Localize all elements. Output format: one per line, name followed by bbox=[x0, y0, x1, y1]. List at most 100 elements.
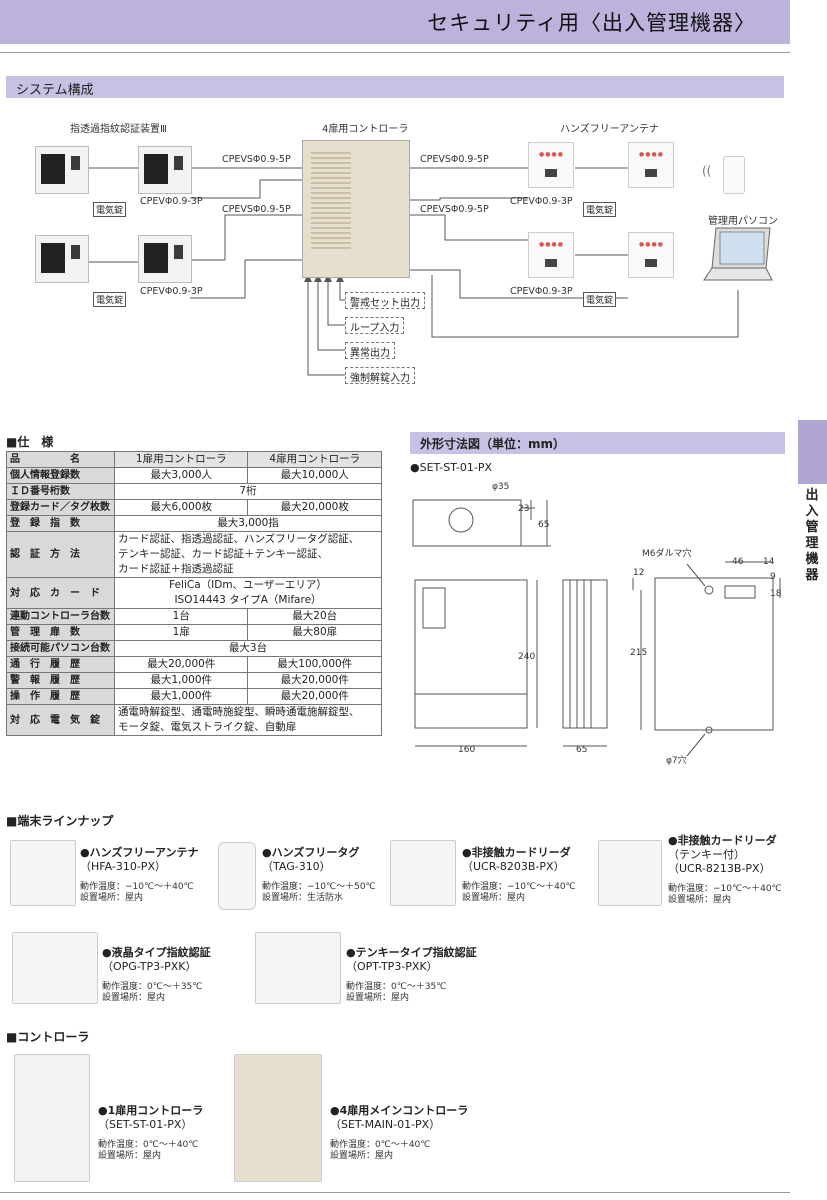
product-temp: 動作温度：0℃〜＋40℃ bbox=[98, 1140, 199, 1150]
system-heading: システム構成 bbox=[16, 83, 94, 98]
product-place: 設置場所：屋内 bbox=[80, 893, 144, 903]
product-name: ●非接触カードリーダ bbox=[462, 846, 571, 859]
spec-cell: 1台 bbox=[113, 608, 249, 625]
pc-label: 管理用パソコン bbox=[708, 216, 778, 227]
spec-label: 個人情報登録数 bbox=[6, 467, 115, 484]
main-controller-image bbox=[234, 1054, 322, 1182]
fingerprint-reader bbox=[35, 146, 89, 194]
table-row: 登 録 指 数最大3,000指 bbox=[6, 515, 382, 532]
fingerprint-reader bbox=[138, 235, 192, 283]
product-model: （OPT-TP3-PXK） bbox=[346, 960, 438, 973]
spec-header-cell: 1扉用コントローラ bbox=[113, 451, 249, 468]
controller-item: ●4扉用メインコントローラ （SET-MAIN-01-PX） 動作温度：0℃〜＋… bbox=[330, 1104, 468, 1162]
four-door-controller bbox=[302, 140, 410, 278]
product-place: 設置場所：生活防水 bbox=[262, 893, 344, 903]
table-row: 対 応 電 気 錠 通電時解錠型、通電時施錠型、瞬時通電施解錠型、 モータ錠、電… bbox=[6, 704, 382, 736]
handsfree-antenna: ●●●● bbox=[628, 142, 674, 188]
lineup-item: ●非接触カードリーダ （テンキー付） （UCR-8213B-PX） 動作温度：−… bbox=[668, 834, 782, 906]
product-place: 設置場所：屋内 bbox=[102, 993, 166, 1003]
fingerprint-reader bbox=[138, 146, 192, 194]
spec-cell: カード認証、指透過認証、ハンズフリータグ認証、 テンキー認証、カード認証＋テンキ… bbox=[114, 531, 382, 578]
fingerprint-label: 指透過指紋認証装置Ⅲ bbox=[70, 124, 167, 135]
spec-label: 登 録 指 数 bbox=[6, 515, 115, 532]
title-bar: セキュリティ用〈出入管理機器〉 bbox=[0, 0, 790, 44]
spec-cell: 最大3台 bbox=[114, 640, 382, 657]
dim-label: 65 bbox=[538, 520, 550, 530]
spec-cell: 最大10,000人 bbox=[247, 467, 382, 484]
spec-header-cell: 4扉用コントローラ bbox=[247, 451, 382, 468]
spec-cell: FeliCa（IDm、ユーザーエリア） ISO14443 タイプA（Mifare… bbox=[114, 577, 382, 609]
io-label: ループ入力 bbox=[345, 317, 405, 334]
page-title: セキュリティ用〈出入管理機器〉 bbox=[427, 11, 756, 35]
product-place: 設置場所：屋内 bbox=[668, 895, 732, 905]
spec-label: 操 作 履 歴 bbox=[6, 688, 115, 705]
spec-cell: 通電時解錠型、通電時施錠型、瞬時通電施解錠型、 モータ錠、電気ストライク錠、自動… bbox=[114, 704, 382, 736]
lineup-heading: ■端末ラインナップ bbox=[6, 814, 114, 828]
product-model: （HFA-310-PX） bbox=[80, 860, 166, 873]
spec-cell: 最大1,000件 bbox=[113, 688, 249, 705]
handsfree-antenna: ●●●● bbox=[628, 232, 674, 278]
side-tab bbox=[798, 420, 827, 484]
spec-cell: 最大1,000件 bbox=[113, 672, 249, 689]
cable-label: CPEVSΦ0.9-5P bbox=[420, 204, 489, 215]
product-name: ●液晶タイプ指紋認証 bbox=[102, 946, 211, 959]
spec-cell: 最大20台 bbox=[247, 608, 382, 625]
table-row: 登録カード／タグ枚数最大6,000枚最大20,000枚 bbox=[6, 499, 382, 516]
spec-line: カード認証＋指透過認証 bbox=[118, 563, 234, 575]
handsfree-antenna: ●●●● bbox=[528, 142, 574, 188]
spec-cell: 最大20,000件 bbox=[247, 672, 382, 689]
handsfree-antenna: ●●●● bbox=[528, 232, 574, 278]
product-model: （UCR-8203B-PX） bbox=[462, 860, 565, 873]
dim-label: M6ダルマ穴 bbox=[642, 549, 692, 559]
electric-lock-label: 電気錠 bbox=[583, 202, 617, 217]
product-name: ●非接触カードリーダ bbox=[668, 834, 777, 847]
spec-label: ＩＤ番号桁数 bbox=[6, 483, 115, 500]
cable-label: CPEVSΦ0.9-5P bbox=[420, 154, 489, 165]
product-temp: 動作温度：−10℃〜＋40℃ bbox=[80, 882, 194, 892]
product-model: （TAG-310） bbox=[262, 860, 331, 873]
spec-line: テンキー認証、カード認証＋テンキー認証、 bbox=[118, 548, 328, 560]
cable-label: CPEVΦ0.9-3P bbox=[510, 196, 573, 207]
dimension-drawing bbox=[412, 499, 781, 757]
spec-cell: 最大20,000件 bbox=[247, 688, 382, 705]
fingerprint-reader bbox=[35, 235, 89, 283]
spec-cell: 1扉 bbox=[113, 624, 249, 641]
table-row: 認 証 方 法 カード認証、指透過認証、ハンズフリータグ認証、 テンキー認証、カ… bbox=[6, 531, 382, 578]
cable-label: CPEVSΦ0.9-5P bbox=[222, 154, 291, 165]
table-row: 接続可能パソコン台数最大3台 bbox=[6, 640, 382, 657]
tenkey-fingerprint-image bbox=[255, 932, 341, 1004]
spec-cell: 最大80扉 bbox=[247, 624, 382, 641]
spec-label: 接続可能パソコン台数 bbox=[6, 640, 115, 657]
dim-label: 12 bbox=[633, 568, 645, 578]
spec-cell: 最大20,000枚 bbox=[247, 499, 382, 516]
spec-label: 登録カード／タグ枚数 bbox=[6, 499, 115, 516]
spec-header-cell: 品 名 bbox=[6, 451, 115, 468]
product-model: （SET-ST-01-PX） bbox=[98, 1118, 193, 1131]
spec-line: ISO14443 タイプA（Mifare） bbox=[174, 594, 322, 606]
dims-model: ●SET-ST-01-PX bbox=[410, 461, 493, 474]
spec-label: 認 証 方 法 bbox=[6, 531, 115, 578]
spec-table: 品 名 1扉用コントローラ 4扉用コントローラ 個人情報登録数最大3,000人最… bbox=[6, 451, 382, 736]
spec-heading: ■仕 様 bbox=[6, 435, 54, 449]
product-temp: 動作温度：0℃〜＋35℃ bbox=[346, 982, 447, 992]
cable-label: CPEVΦ0.9-3P bbox=[140, 286, 203, 297]
table-row: 通 行 履 歴最大20,000件最大100,000件 bbox=[6, 656, 382, 673]
controllers-heading: ■コントローラ bbox=[6, 1030, 90, 1044]
product-model: （SET-MAIN-01-PX） bbox=[330, 1118, 441, 1131]
product-name: ●ハンズフリータグ bbox=[262, 846, 360, 859]
divider bbox=[0, 52, 790, 53]
spec-cell: 最大100,000件 bbox=[247, 656, 382, 673]
product-name: ●ハンズフリーアンテナ bbox=[80, 846, 199, 859]
